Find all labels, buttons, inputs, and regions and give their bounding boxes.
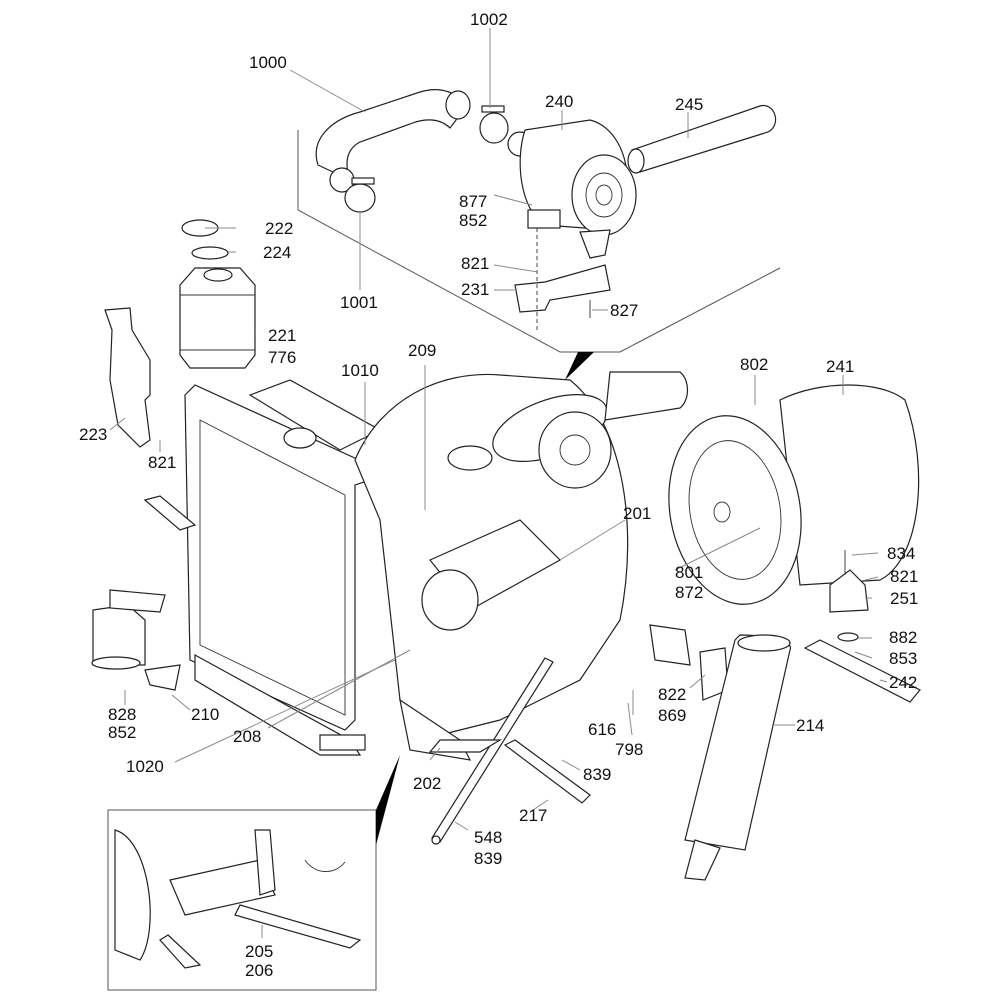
engine-mount: [803, 550, 921, 703]
muffler: [684, 634, 791, 881]
part-label-242: 242: [889, 673, 917, 692]
part-label-882: 882: [889, 628, 917, 647]
part-label-839a: 839: [583, 765, 611, 784]
part-label-205: 205: [245, 942, 273, 961]
part-label-852b: 852: [108, 723, 136, 742]
leader-lines: [109, 28, 888, 938]
engine-block: [354, 371, 689, 761]
fuel-filter: [91, 589, 181, 691]
radiator: [184, 379, 382, 731]
part-label-827: 827: [610, 301, 638, 320]
part-label-201: 201: [623, 504, 651, 523]
part-label-251: 251: [890, 589, 918, 608]
part-label-852a: 852: [459, 211, 487, 230]
part-label-776: 776: [268, 348, 296, 367]
intake-detail-frame: [297, 130, 781, 353]
part-label-240: 240: [545, 92, 573, 111]
oil-pan-bracket: [428, 739, 503, 753]
part-label-221: 221: [268, 326, 296, 345]
support-strap: [431, 657, 554, 845]
part-label-1010: 1010: [341, 361, 379, 380]
detail-arrow-lower: [376, 755, 400, 845]
part-label-1002: 1002: [470, 10, 508, 29]
part-label-821a: 821: [461, 254, 489, 273]
filter-bracket: [514, 228, 611, 330]
radiator-hose-fitting: [143, 495, 197, 531]
part-label-202: 202: [413, 774, 441, 793]
hose-clamp-1001: [344, 177, 376, 213]
exhaust-gasket: [649, 624, 729, 701]
intake-hose: [315, 89, 471, 193]
part-label-224: 224: [263, 243, 291, 262]
drain-detail: [114, 829, 362, 969]
part-label-245: 245: [675, 95, 703, 114]
part-label-821b: 821: [148, 453, 176, 472]
part-label-210: 210: [191, 705, 219, 724]
part-label-801: 801: [675, 563, 703, 582]
part-label-208: 208: [233, 727, 261, 746]
part-label-1020: 1020: [126, 757, 164, 776]
part-label-802: 802: [740, 355, 768, 374]
part-label-206: 206: [245, 961, 273, 980]
part-label-872: 872: [675, 583, 703, 602]
part-label-231: 231: [461, 280, 489, 299]
detail-arrow-upper: [565, 352, 594, 380]
part-label-214: 214: [796, 716, 824, 735]
part-label-209: 209: [408, 341, 436, 360]
part-label-1001: 1001: [340, 293, 378, 312]
part-label-821c: 821: [890, 567, 918, 586]
part-label-241: 241: [826, 357, 854, 376]
part-label-616: 616: [588, 720, 616, 739]
part-label-839b: 839: [474, 849, 502, 868]
part-label-1000: 1000: [249, 53, 287, 72]
part-label-822: 822: [658, 685, 686, 704]
part-label-869: 869: [658, 706, 686, 725]
support-bracket: [503, 739, 591, 804]
drain-detail-frame: [107, 809, 377, 991]
part-label-853: 853: [889, 649, 917, 668]
part-label-222: 222: [265, 219, 293, 238]
part-label-217: 217: [519, 806, 547, 825]
part-label-548: 548: [474, 828, 502, 847]
part-label-834: 834: [887, 544, 915, 563]
part-label-798: 798: [615, 740, 643, 759]
expansion-tank: [179, 219, 256, 369]
radiator-mounts: [194, 653, 366, 756]
tank-bracket: [104, 307, 151, 448]
intake-tube: [627, 105, 777, 174]
air-filter: [507, 119, 637, 259]
hose-clamp-1002: [479, 105, 509, 144]
part-label-223: 223: [79, 425, 107, 444]
part-label-877: 877: [459, 192, 487, 211]
part-label-828: 828: [108, 705, 136, 724]
